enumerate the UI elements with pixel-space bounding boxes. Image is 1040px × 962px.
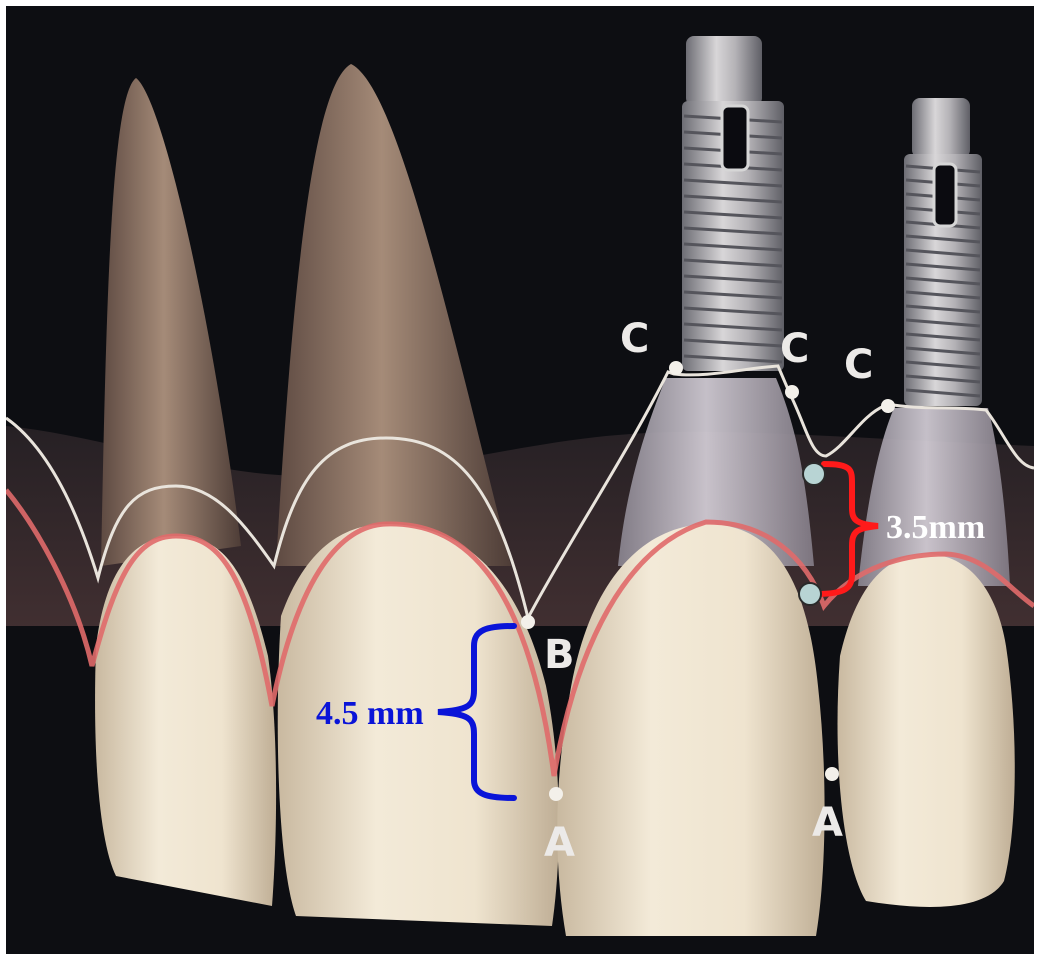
root-tooth-1 xyxy=(101,78,241,566)
label-c-1: C xyxy=(620,316,649,362)
crown-implant-2 xyxy=(838,554,1015,907)
diagram-canvas: B A A C C C 4.5 mm 3.5mm xyxy=(6,6,1034,954)
implant-fixture-2 xyxy=(904,98,982,406)
label-c-3: C xyxy=(844,342,873,388)
measurement-marker-top xyxy=(803,463,825,485)
implant-fixture-1 xyxy=(682,36,784,371)
measurement-label-implant: 3.5mm xyxy=(886,509,985,546)
point-a-left-marker xyxy=(549,787,563,801)
root-tooth-2 xyxy=(276,64,511,566)
measurement-marker-bottom xyxy=(799,583,821,605)
point-c3-marker xyxy=(881,399,895,413)
point-a-right-marker xyxy=(825,767,839,781)
label-c-2: C xyxy=(780,326,809,372)
label-a-left: A xyxy=(544,820,575,866)
point-c2-marker xyxy=(785,385,799,399)
point-b-marker xyxy=(521,615,535,629)
label-a-right: A xyxy=(812,800,843,846)
dental-diagram: B A A C C C 4.5 mm 3.5mm xyxy=(6,6,1034,954)
point-c1-marker xyxy=(669,361,683,375)
label-b: B xyxy=(544,632,575,678)
measurement-label-natural: 4.5 mm xyxy=(316,695,424,732)
